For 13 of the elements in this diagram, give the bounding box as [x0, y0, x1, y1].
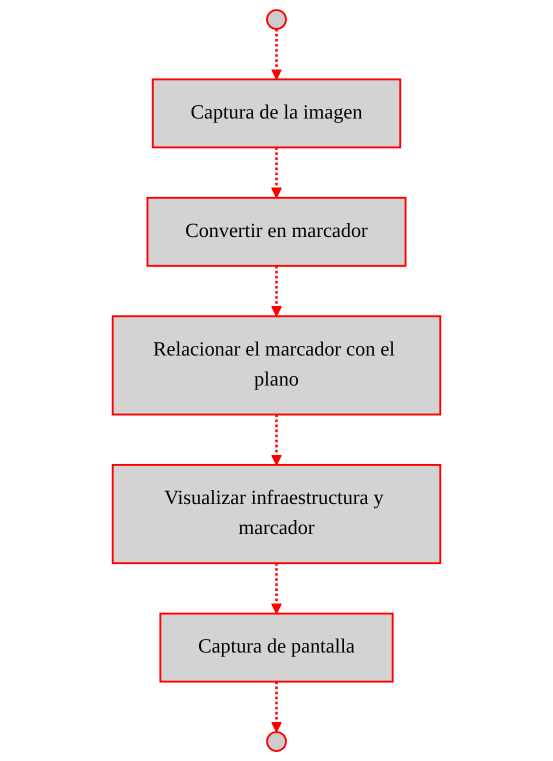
arrow — [270, 563, 282, 614]
node-box: Relacionar el marcador con el plano — [112, 315, 442, 416]
node-box: Captura de la imagen — [152, 78, 402, 148]
node-circle — [266, 731, 287, 752]
arrow — [270, 266, 282, 317]
node-box: Captura de pantalla — [159, 612, 394, 683]
node-box: Visualizar infraestructura y marcador — [112, 464, 442, 564]
node-circle — [266, 9, 287, 30]
node-box: Convertir en marcador — [146, 196, 406, 267]
arrow — [270, 682, 282, 733]
arrow — [270, 414, 282, 466]
arrow — [270, 28, 282, 80]
arrow — [270, 147, 282, 198]
